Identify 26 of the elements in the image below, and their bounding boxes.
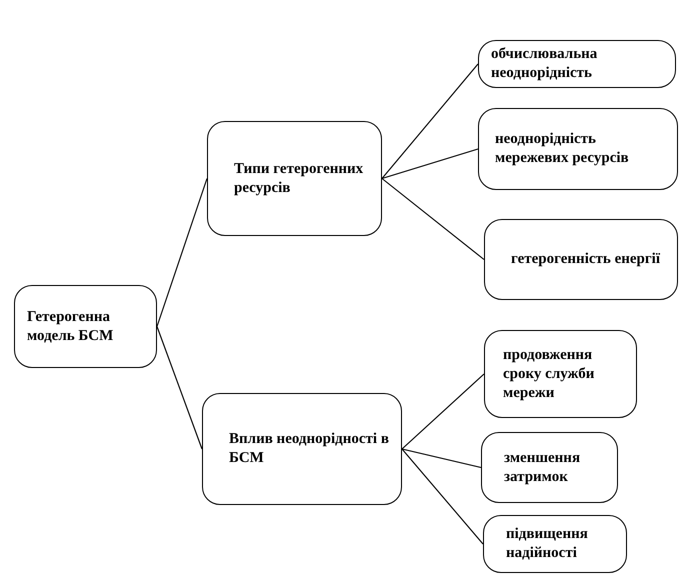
connector-line — [402, 448, 482, 468]
node-text: обчислювальна неоднорідність — [491, 45, 598, 83]
rounded-box — [202, 393, 402, 505]
rounded-box — [207, 121, 382, 236]
node-text: зменшення затримок — [504, 448, 582, 486]
rounded-box — [484, 330, 637, 418]
connector-line — [382, 64, 478, 179]
node-text: неоднорідність мережевих ресурсів — [495, 130, 630, 168]
connector-line — [402, 374, 484, 450]
connector-line — [382, 178, 484, 260]
rounded-box — [484, 219, 678, 300]
connector-line — [156, 178, 208, 327]
rounded-box — [14, 285, 157, 368]
rounded-box — [481, 432, 618, 503]
node-text: Типи гетерогенних ресурсів — [234, 160, 364, 198]
connector-line — [382, 148, 478, 180]
connector-line — [156, 326, 203, 450]
node-text: Вплив неоднорідності в БСМ — [229, 430, 390, 468]
connector-line — [402, 448, 484, 544]
rounded-box — [478, 108, 678, 190]
node-text: продовження сроку служби мережи — [503, 346, 596, 402]
node-text: Гетерогенна модель БСМ — [27, 308, 114, 346]
node-text: гетерогенність енергії — [511, 250, 660, 269]
rounded-box — [483, 515, 627, 573]
rounded-box — [478, 40, 676, 88]
node-text: підвищення надійності — [506, 525, 589, 563]
